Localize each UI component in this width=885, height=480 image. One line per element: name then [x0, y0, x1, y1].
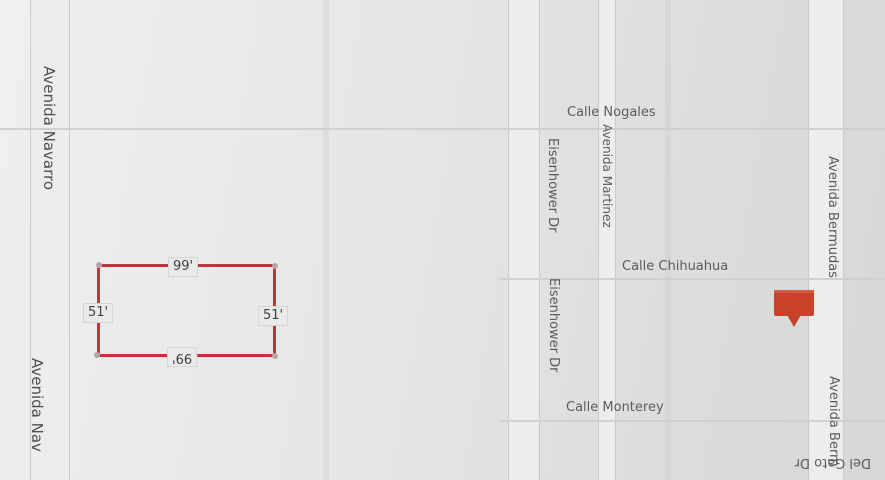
road-calle-chihuahua: [500, 278, 885, 280]
lot-corner-top-right[interactable]: [272, 263, 278, 269]
map-pin-icon[interactable]: [773, 289, 815, 329]
road-calle-nogales: [0, 128, 885, 130]
street-label-avenida-navarro-lower: Avenida Nav: [28, 358, 46, 452]
road-eisenhower: [508, 0, 540, 480]
street-label-avenida-navarro: Avenida Navarro: [40, 66, 58, 191]
street-label-avenida-martinez: Avenida Martinez: [600, 124, 614, 228]
street-label-eisenhower-dr-upper: Eisenhower Dr: [545, 138, 560, 233]
street-label-avenida-bermudas-lower: Avenida Berm: [826, 376, 841, 467]
road-mid-minor: [665, 0, 671, 480]
road-avenida-bermudas: [808, 0, 844, 480]
street-label-calle-nogales: Calle Nogales: [567, 105, 656, 120]
road-avenida-martinez: [598, 0, 616, 480]
road-calle-monterey: [500, 420, 885, 422]
lot-corner-bottom-right[interactable]: [272, 353, 278, 359]
road-avenida-navarro: [30, 0, 70, 480]
lot-dimension-right: 51': [258, 306, 289, 326]
street-label-calle-monterey: Calle Monterey: [566, 400, 664, 415]
street-label-del-gato-dr: Del Gato Dr: [794, 455, 871, 470]
street-label-calle-chihuahua: Calle Chihuahua: [622, 259, 729, 274]
lot-dimension-top: 99': [168, 257, 199, 277]
street-label-avenida-bermudas: Avenida Bermudas: [825, 156, 840, 278]
street-label-eisenhower-dr-lower: Eisenhower Dr: [546, 278, 561, 373]
lot-corner-bottom-left[interactable]: [94, 352, 100, 358]
road-west-minor: [323, 0, 329, 480]
lot-dimension-bottom: 99': [167, 347, 198, 367]
lot-corner-top-left[interactable]: [96, 262, 102, 268]
lot-dimension-left: 51': [83, 303, 114, 323]
